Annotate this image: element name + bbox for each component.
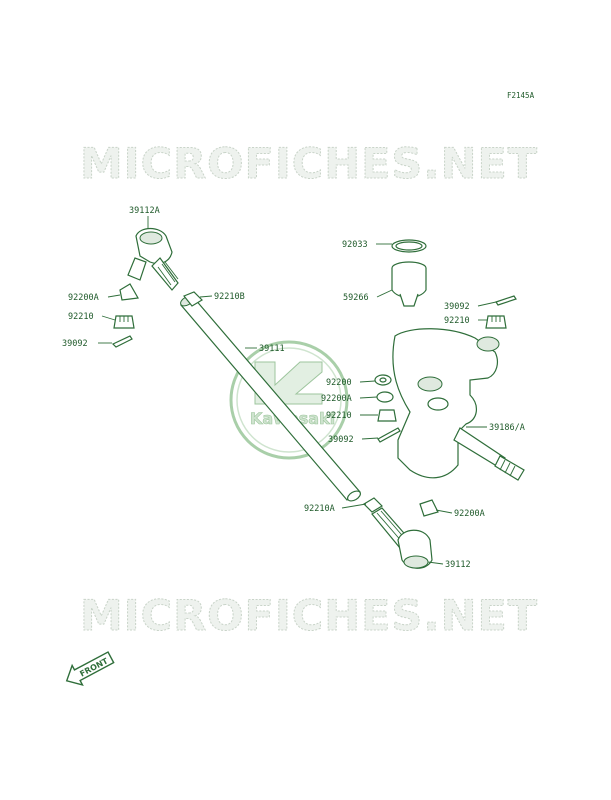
watermark-bottom: MICROFICHES.NET <box>80 591 538 640</box>
seal-92200A-lower <box>419 499 439 517</box>
washer-92200 <box>374 374 392 386</box>
cotter-pin-left <box>111 335 133 348</box>
watermark-top: MICROFICHES.NET <box>80 139 538 188</box>
tie-rod-end-39112A <box>127 227 179 291</box>
front-arrow: FRONT <box>65 651 115 686</box>
label-92200A-left: 92200A <box>68 293 99 303</box>
label-92210B: 92210B <box>214 292 245 302</box>
dust-seal-left <box>119 283 139 301</box>
seal-92200A-mid <box>376 391 394 403</box>
label-92200: 92200 <box>326 378 352 388</box>
steering-knuckle <box>392 328 525 481</box>
label-92210-left: 92210 <box>68 312 94 322</box>
figure-code: F2145A <box>507 91 535 100</box>
locknut-92210B <box>183 291 203 307</box>
label-92210-right: 92210 <box>444 316 470 326</box>
label-39112: 39112 <box>445 560 471 570</box>
label-92210-mid: 92210 <box>326 411 352 421</box>
label-92210A: 92210A <box>304 504 335 514</box>
label-39111: 39111 <box>259 344 285 354</box>
ball-joint-59266 <box>391 261 427 307</box>
cotter-pin-mid <box>377 427 401 443</box>
locknut-92210A <box>363 497 383 513</box>
castle-nut-mid <box>377 409 397 422</box>
label-39092-left: 39092 <box>62 339 88 349</box>
label-39092-mid: 39092 <box>328 435 354 445</box>
leader-lines <box>98 216 497 565</box>
label-92200A-mid: 92200A <box>321 394 352 404</box>
castle-nut-right <box>485 315 507 329</box>
label-39092-right: 39092 <box>444 302 470 312</box>
label-59266: 59266 <box>343 293 369 303</box>
castle-nut-left <box>113 315 135 329</box>
label-92200A-lower: 92200A <box>454 509 485 519</box>
tie-rod-end-39112 <box>371 507 433 569</box>
cotter-pin-right <box>495 295 517 306</box>
label-92033: 92033 <box>342 240 368 250</box>
circlip-92033 <box>391 239 427 253</box>
label-39112A: 39112A <box>129 206 160 216</box>
label-39186A: 39186/A <box>489 423 525 433</box>
